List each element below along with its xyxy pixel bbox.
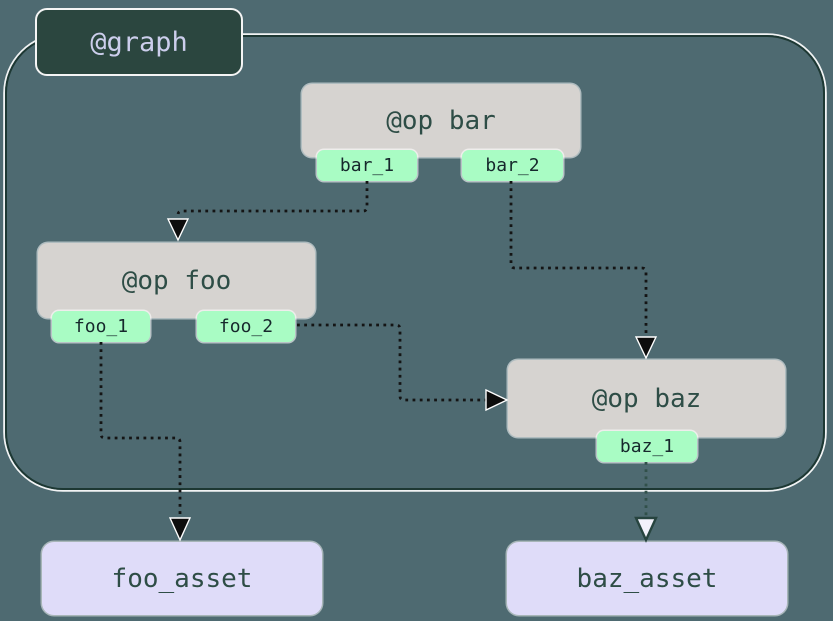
output-tab-foo-2-label: foo_2: [218, 316, 274, 337]
asset-node-baz: baz_asset: [507, 542, 787, 615]
op-node-baz: @op baz: [508, 360, 785, 437]
arrowhead-into-baz-asset: [634, 516, 658, 543]
graph-label-text: @graph: [90, 26, 188, 58]
graph-boundary: [5, 35, 825, 490]
output-tab-bar-2-label: bar_2: [485, 155, 540, 176]
output-tab-foo-2: foo_2: [197, 311, 295, 342]
asset-baz-label: baz_asset: [576, 563, 718, 594]
output-tab-bar-2: bar_2: [462, 150, 563, 181]
asset-foo-label: foo_asset: [111, 563, 253, 594]
graph-label: @graph: [35, 8, 243, 76]
op-node-foo: @op foo: [38, 243, 315, 318]
arrowhead-into-foo-asset: [168, 517, 192, 542]
op-foo-label: @op foo: [121, 265, 232, 296]
output-tab-baz-1: baz_1: [597, 431, 697, 462]
output-tab-baz-1-label: baz_1: [619, 436, 675, 457]
op-node-bar: @op bar: [302, 84, 580, 157]
op-bar-label: @op bar: [386, 105, 496, 136]
op-baz-label: @op baz: [591, 383, 702, 414]
output-tab-bar-1: bar_1: [317, 150, 417, 181]
asset-node-foo: foo_asset: [42, 542, 322, 615]
output-tab-foo-1-label: foo_1: [73, 316, 129, 337]
output-tab-foo-1: foo_1: [52, 311, 150, 342]
output-tab-bar-1-label: bar_1: [339, 155, 395, 176]
